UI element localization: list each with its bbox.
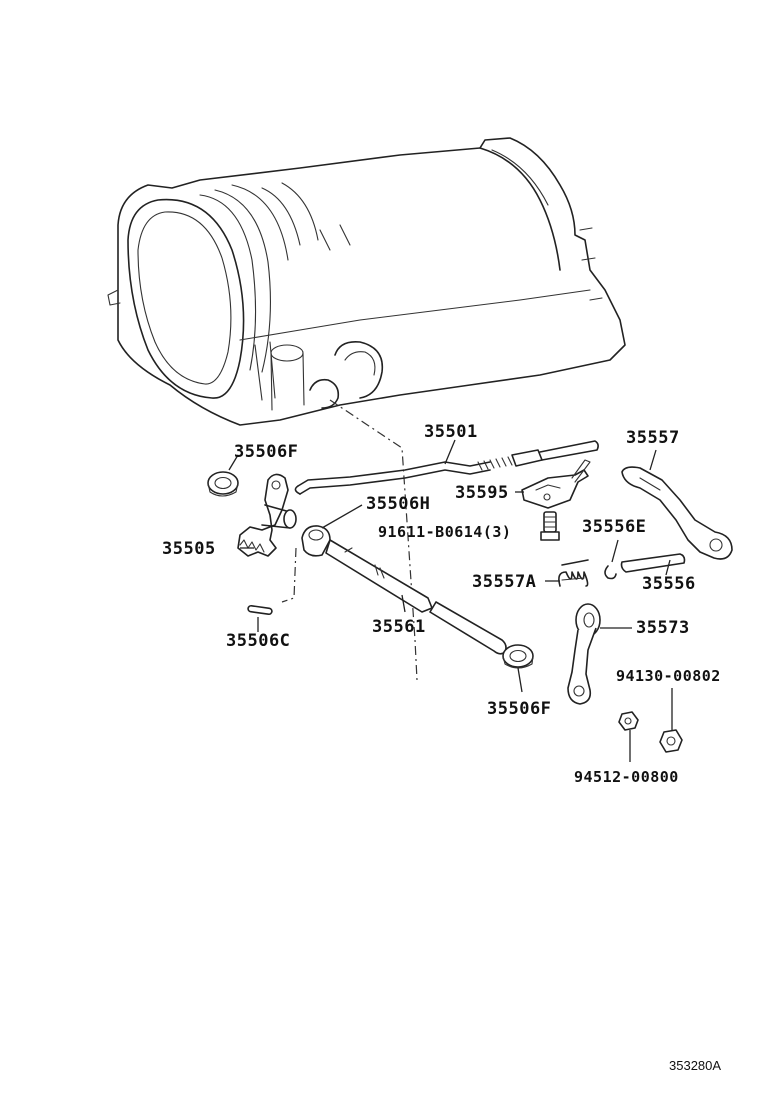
part-labels: 35501 35557 35506F 35595 35506H 91611-B0… <box>162 422 721 786</box>
label-94512-00800: 94512-00800 <box>574 768 679 786</box>
label-35556: 35556 <box>642 574 696 594</box>
lever-35573 <box>567 603 601 705</box>
label-35557A: 35557A <box>472 572 536 592</box>
label-35505: 35505 <box>162 539 216 559</box>
pin-35506C <box>247 604 273 616</box>
label-35556E: 35556E <box>582 517 646 537</box>
manual-shaft-35561 <box>325 539 507 655</box>
bolt-91611 <box>540 511 560 541</box>
center-lines <box>281 399 418 681</box>
label-91611-B0614: 91611-B0614(3) <box>378 523 511 541</box>
diagram-code: 353280A <box>669 1058 721 1073</box>
shift-lever-35505 <box>237 473 297 557</box>
nut-94512 <box>618 711 639 731</box>
nut-94130 <box>659 729 683 753</box>
label-35506H: 35506H <box>366 494 430 514</box>
label-35506F-bottom: 35506F <box>487 699 551 719</box>
spring-35557A <box>558 559 589 587</box>
label-35595: 35595 <box>455 483 509 503</box>
pin-35556 <box>620 553 686 573</box>
label-35573: 35573 <box>636 618 690 638</box>
oil-seal-35506F-top <box>207 471 239 497</box>
label-35561: 35561 <box>372 617 426 637</box>
lever-35557 <box>621 466 733 560</box>
oil-seal-35506F-bottom <box>502 644 534 669</box>
label-35506F-top: 35506F <box>234 442 298 462</box>
transmission-housing <box>107 137 626 426</box>
label-35557: 35557 <box>626 428 680 448</box>
control-rod-35501 <box>294 440 599 495</box>
bushing-35506H <box>301 525 331 557</box>
label-94130-00802: 94130-00802 <box>616 667 721 685</box>
bracket-35595 <box>521 459 591 509</box>
label-35506C: 35506C <box>226 631 290 651</box>
e-clip-35556E <box>604 565 617 580</box>
label-35501: 35501 <box>424 422 478 442</box>
